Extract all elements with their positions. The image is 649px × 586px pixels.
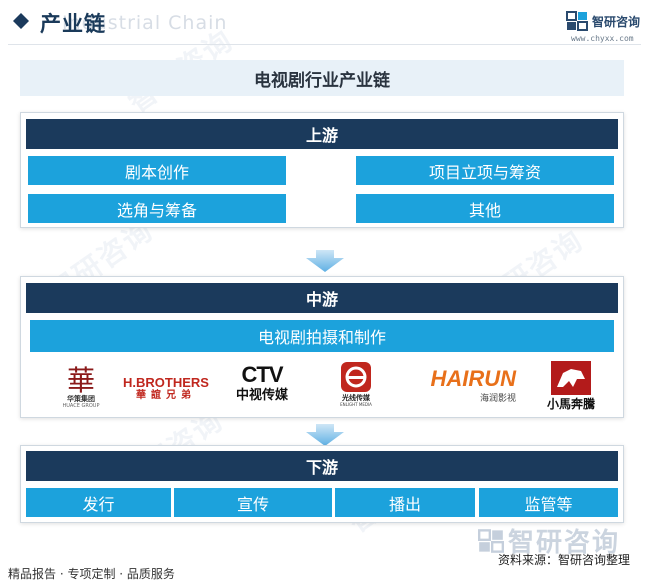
upstream-item: 选角与筹备 xyxy=(28,194,286,223)
footer-tagline: 精品报告 · 专项定制 · 品质服务 xyxy=(8,567,175,581)
brand-name: 智研咨询 xyxy=(592,14,641,29)
company-logo-xiaomabenteng: 小馬奔騰 xyxy=(536,358,606,412)
brand-mark-icon xyxy=(478,528,504,553)
company-sub: ENLIGHT MEDIA xyxy=(340,402,372,407)
downstream-item: 播出 xyxy=(335,488,475,517)
midstream-activity: 电视剧拍摄和制作 xyxy=(30,320,614,352)
company-sub: HUACE GROUP xyxy=(62,402,100,409)
huace-logo-icon: 華 xyxy=(67,364,95,394)
diagram-title: 电视剧行业产业链 xyxy=(20,60,624,96)
brand-logo: 智研咨询 xyxy=(566,10,640,32)
xiaomabenteng-logo-icon xyxy=(551,360,591,395)
company-name: 光线传媒 xyxy=(342,394,370,402)
footer-brand-name: 智研咨询 xyxy=(508,528,621,558)
company-logo-huace: 華 华策集团 HUACE GROUP xyxy=(50,360,112,412)
downstream-item: 宣传 xyxy=(174,488,332,517)
company-logo-ctv: CTV 中视传媒 xyxy=(228,358,296,408)
company-sub: 華誼兄弟 xyxy=(136,389,196,401)
company-logo-hbrothers: H.BROTHERS 華誼兄弟 xyxy=(114,370,218,406)
brand-mark-icon xyxy=(566,11,588,31)
diamond-icon xyxy=(13,13,29,29)
svg-text:華: 華 xyxy=(67,364,95,394)
upstream-header: 上游 xyxy=(26,119,618,149)
company-name: 华策集团 xyxy=(67,394,95,403)
company-name: HAIRUN xyxy=(430,366,516,391)
company-name: H.BROTHERS xyxy=(123,374,209,390)
enlight-logo-icon xyxy=(341,362,371,392)
down-arrow-icon xyxy=(306,424,344,446)
company-logo-enlight: 光线传媒 ENLIGHT MEDIA xyxy=(330,358,382,410)
company-name: CTV xyxy=(241,362,284,387)
header-divider xyxy=(8,44,641,45)
down-arrow-icon xyxy=(306,250,344,272)
brand-url: www.chyxx.com xyxy=(571,34,634,43)
upstream-item: 项目立项与筹资 xyxy=(356,156,614,185)
company-sub: 中视传媒 xyxy=(235,388,288,403)
midstream-header: 中游 xyxy=(26,283,618,313)
upstream-item: 其他 xyxy=(356,194,614,223)
company-sub: 海润影视 xyxy=(479,394,516,404)
header-ghost-text: Industrial Chain xyxy=(62,12,228,34)
downstream-item: 发行 xyxy=(26,488,171,517)
company-name: 小馬奔騰 xyxy=(546,396,595,411)
source-note: 资料来源：智研咨询整理 xyxy=(498,553,631,567)
footer-brand: 智研咨询 xyxy=(478,522,620,559)
upstream-item: 剧本创作 xyxy=(28,156,286,185)
page-title: 产业链 xyxy=(40,12,106,36)
company-logo-hairun: HAIRUN 海润影视 xyxy=(392,366,516,406)
downstream-item: 监管等 xyxy=(479,488,618,517)
downstream-header: 下游 xyxy=(26,451,618,481)
